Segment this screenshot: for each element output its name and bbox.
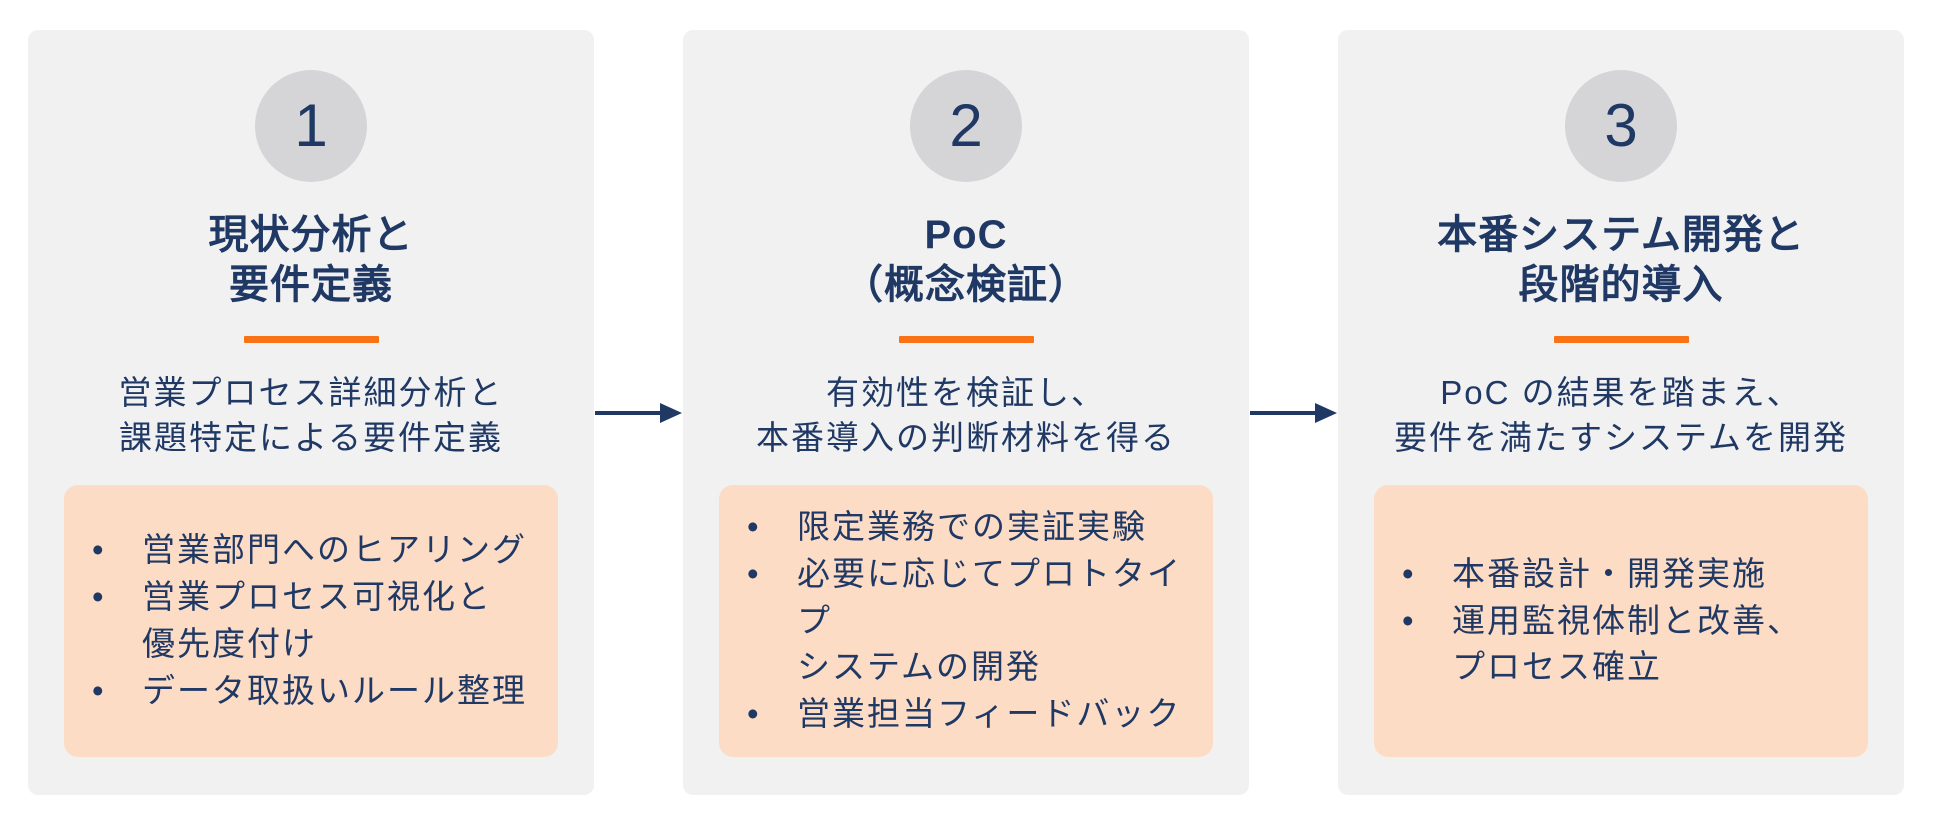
bullet-item: 必要に応じてプロトタイプ システムの開発 bbox=[741, 551, 1195, 692]
orange-divider bbox=[243, 336, 379, 343]
step-description: PoC の結果を踏まえ、 要件を満たすシステムを開発 bbox=[1393, 374, 1848, 456]
bullet-item: 限定業務での実証実験 bbox=[741, 504, 1195, 551]
detail-box: 営業部門へのヒアリング 営業プロセス可視化と 優先度付け データ取扱いルール整理 bbox=[64, 485, 558, 757]
step-number: 3 bbox=[1604, 92, 1638, 159]
step-title: 本番システム開発と 段階的導入 bbox=[1437, 213, 1805, 307]
step-card-3: 3 本番システム開発と 段階的導入 PoC の結果を踏まえ、 要件を満たすシステ… bbox=[1338, 30, 1904, 795]
bullet-item: 営業プロセス可視化と 優先度付け bbox=[86, 574, 540, 668]
orange-divider bbox=[898, 336, 1034, 343]
bullet-item: 営業部門へのヒアリング bbox=[86, 527, 540, 574]
step-description: 営業プロセス詳細分析と 課題特定による要件定義 bbox=[118, 374, 504, 456]
step-title: PoC （概念検証） bbox=[843, 213, 1089, 307]
bullet-item: データ取扱いルール整理 bbox=[86, 668, 540, 715]
arrow-right-icon bbox=[1250, 402, 1337, 423]
detail-box: 限定業務での実証実験 必要に応じてプロトタイプ システムの開発 営業担当フィード… bbox=[719, 485, 1213, 757]
bullet-item: 営業担当フィードバック bbox=[741, 691, 1195, 738]
step-description: 有効性を検証し、 本番導入の判断材料を得る bbox=[756, 374, 1176, 456]
step-card-1: 1 現状分析と 要件定義 営業プロセス詳細分析と 課題特定による要件定義 営業部… bbox=[28, 30, 594, 795]
step-number-badge: 2 bbox=[910, 70, 1022, 182]
step-number: 2 bbox=[949, 92, 983, 159]
bullet-list: 本番設計・開発実施 運用監視体制と改善、 プロセス確立 bbox=[1396, 551, 1850, 692]
step-card-2: 2 PoC （概念検証） 有効性を検証し、 本番導入の判断材料を得る 限定業務で… bbox=[683, 30, 1249, 795]
flow-arrow-2 bbox=[1249, 30, 1338, 795]
flow-row: 1 現状分析と 要件定義 営業プロセス詳細分析と 課題特定による要件定義 営業部… bbox=[28, 30, 1936, 795]
step-number: 1 bbox=[294, 92, 328, 159]
bullet-item: 本番設計・開発実施 bbox=[1396, 551, 1850, 598]
step-title: 現状分析と 要件定義 bbox=[208, 213, 414, 307]
flow-arrow-1 bbox=[594, 30, 683, 795]
arrow-right-icon bbox=[595, 402, 682, 423]
bullet-list: 営業部門へのヒアリング 営業プロセス可視化と 優先度付け データ取扱いルール整理 bbox=[86, 527, 540, 714]
step-number-badge: 3 bbox=[1565, 70, 1677, 182]
orange-divider bbox=[1553, 336, 1689, 343]
detail-box: 本番設計・開発実施 運用監視体制と改善、 プロセス確立 bbox=[1374, 485, 1868, 757]
bullet-list: 限定業務での実証実験 必要に応じてプロトタイプ システムの開発 営業担当フィード… bbox=[741, 504, 1195, 738]
bullet-item: 運用監視体制と改善、 プロセス確立 bbox=[1396, 598, 1850, 692]
step-number-badge: 1 bbox=[255, 70, 367, 182]
